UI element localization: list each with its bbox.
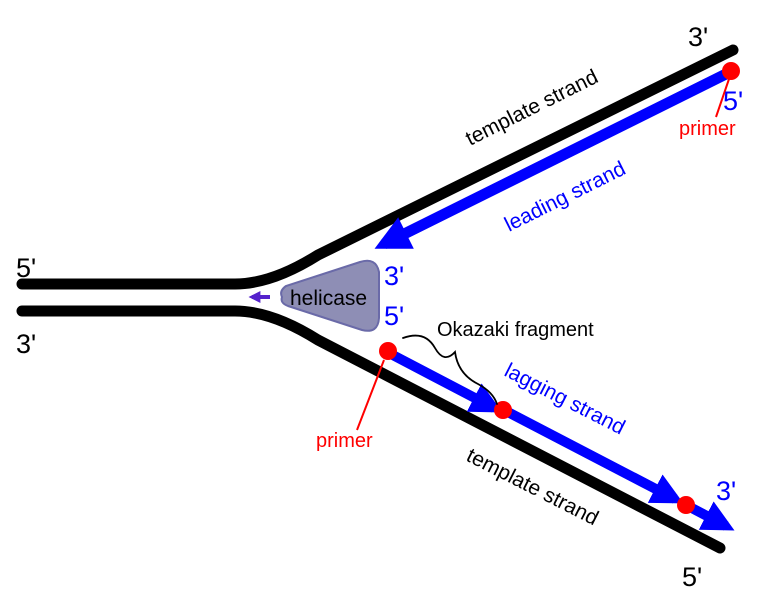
lagging-start-label: 5' xyxy=(384,301,404,331)
primer-label-top: primer xyxy=(679,118,736,140)
left-top-end-label: 5' xyxy=(16,253,36,283)
helicase-label: helicase xyxy=(290,287,367,310)
top-template-end-label: 3' xyxy=(688,22,708,52)
leading-end-label: 3' xyxy=(384,261,404,291)
leading-start-label: 5' xyxy=(723,86,743,116)
left-bottom-end-label: 3' xyxy=(16,329,36,359)
leading-strand-label: leading strand xyxy=(501,157,629,236)
okazaki-fragment-label: Okazaki fragment xyxy=(437,319,594,341)
top-template-strand-label: template strand xyxy=(462,65,602,150)
primer-dot-lagging-2 xyxy=(494,401,512,419)
template-strand-top-line xyxy=(16,44,739,290)
okazaki-fragment-brace xyxy=(402,334,498,405)
primer-label-bottom: primer xyxy=(316,430,373,452)
lagging-end-label: 3' xyxy=(716,476,736,506)
primer-pointer-bottom xyxy=(356,359,385,431)
primer-dot-top xyxy=(722,62,740,80)
bottom-template-end-label: 5' xyxy=(682,562,702,592)
lagging-strand-segment-2 xyxy=(501,405,684,504)
template-strand-bottom-line xyxy=(16,305,726,554)
primer-dot-lagging-1 xyxy=(379,342,397,360)
lagging-strand-label: lagging strand xyxy=(501,359,629,439)
leading-strand-arrow xyxy=(374,67,733,249)
primer-dot-lagging-3 xyxy=(677,496,695,514)
primer-pointer-top xyxy=(715,78,730,118)
helicase-shape xyxy=(280,259,380,332)
lagging-strand-segment-1 xyxy=(384,347,503,413)
